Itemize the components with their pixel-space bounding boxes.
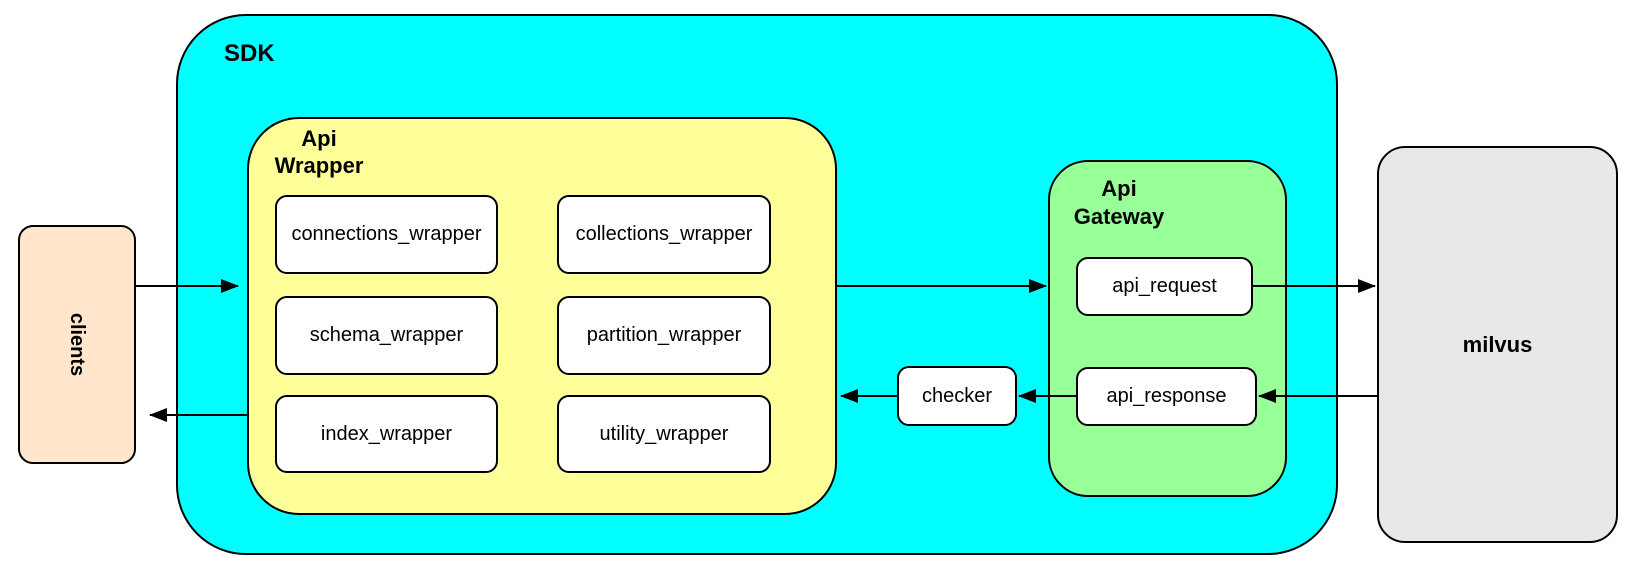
- node-connections-wrapper: connections_wrapper: [275, 195, 498, 274]
- node-schema-wrapper: schema_wrapper: [275, 296, 498, 375]
- api-wrapper-label: Api Wrapper: [274, 126, 364, 178]
- node-api-request: api_request: [1076, 257, 1253, 316]
- node-index-wrapper: index_wrapper: [275, 395, 498, 473]
- clients-label: clients: [66, 312, 89, 377]
- node-checker: checker: [897, 366, 1017, 426]
- sdk-label: SDK: [224, 40, 275, 67]
- api-gateway-container: Api Gateway: [1048, 160, 1287, 497]
- api-gateway-label: Api Gateway: [1073, 176, 1165, 229]
- node-collections-wrapper: collections_wrapper: [557, 195, 771, 274]
- clients-box: clients: [18, 225, 136, 464]
- milvus-label: milvus: [1462, 331, 1533, 357]
- node-api-response: api_response: [1076, 367, 1257, 426]
- node-partition-wrapper: partition_wrapper: [557, 296, 771, 375]
- milvus-box: milvus: [1377, 146, 1618, 543]
- node-utility-wrapper: utility_wrapper: [557, 395, 771, 473]
